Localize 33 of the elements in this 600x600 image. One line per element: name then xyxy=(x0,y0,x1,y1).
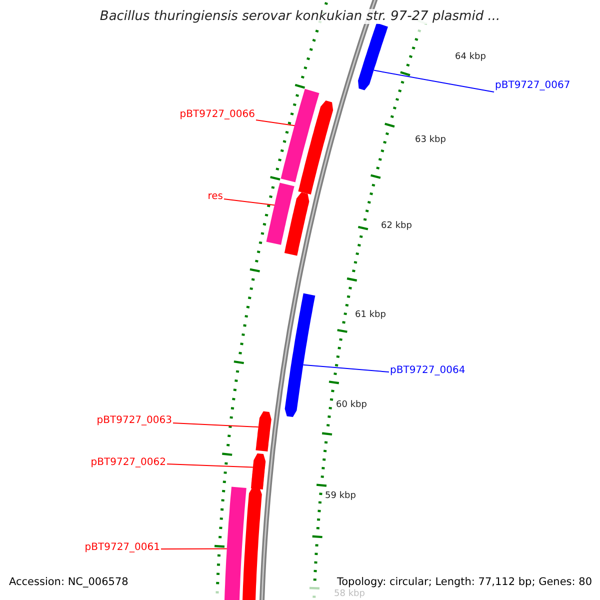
leader-line xyxy=(166,464,254,468)
tick-label: 62 kbp xyxy=(381,222,412,231)
gene-feature xyxy=(256,411,272,452)
summary-text: Topology: circular; Length: 77,112 bp; Genes: 80 xyxy=(336,577,592,588)
tick-label: 59 kbp xyxy=(325,492,356,501)
leader-line xyxy=(256,120,296,126)
gene-label: pBT9727_0062 xyxy=(90,458,166,468)
gene-feature xyxy=(224,486,246,600)
gene-feature xyxy=(266,182,294,245)
gene-feature xyxy=(298,100,334,194)
leader-line xyxy=(172,422,259,428)
gene-label: pBT9727_0063 xyxy=(96,416,172,426)
gene-feature xyxy=(250,453,266,490)
leader-line xyxy=(302,364,390,372)
leader-line xyxy=(373,70,494,92)
leader-line xyxy=(160,548,228,550)
gene-label: pBT9727_0061 xyxy=(84,543,160,553)
gene-label: pBT9727_0067 xyxy=(495,81,570,91)
tick-label: 63 kbp xyxy=(415,136,446,145)
gene-feature xyxy=(284,192,310,256)
gene-feature xyxy=(284,293,316,417)
gene-label: pBT9727_0064 xyxy=(390,366,466,376)
gene-label: res xyxy=(208,192,223,202)
gene-feature xyxy=(242,486,262,600)
gene-feature xyxy=(358,22,388,90)
leader-line xyxy=(224,198,275,206)
tick-label: 60 kbp xyxy=(336,401,367,410)
tick-label: 58 kbp xyxy=(334,590,365,599)
gene-label: pBT9727_0066 xyxy=(180,110,255,120)
tick-label: 61 kbp xyxy=(355,311,386,320)
tick-label: 64 kbp xyxy=(455,53,486,62)
accession-text: Accession: NC_006578 xyxy=(9,577,128,588)
gene-feature xyxy=(280,88,320,182)
